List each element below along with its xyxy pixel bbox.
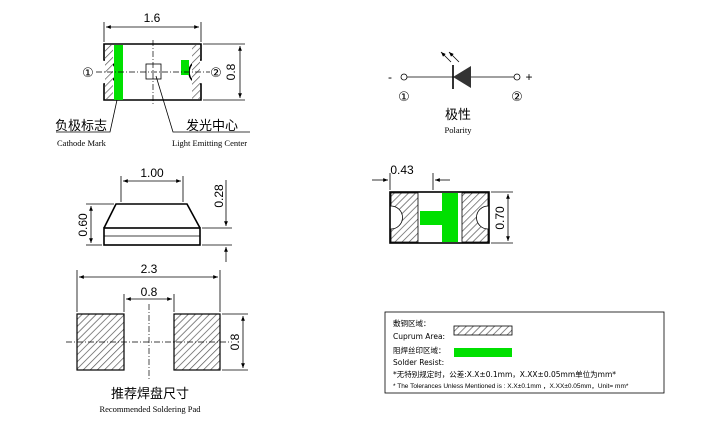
polarity-plus: + bbox=[525, 70, 532, 84]
anode-mark bbox=[181, 60, 189, 75]
cathode-mark bbox=[114, 45, 123, 100]
center-label-cn: 发光中心 bbox=[186, 118, 238, 134]
cathode-label-cn: 负极标志 bbox=[55, 119, 107, 134]
bottom-left-pad bbox=[390, 192, 419, 243]
bottom-polarity-mark bbox=[420, 193, 458, 242]
legend-copper-swatch bbox=[453, 325, 513, 336]
legend-resist-swatch bbox=[454, 348, 512, 357]
top-pin1-label: ① bbox=[82, 66, 94, 81]
bottom-outline bbox=[389, 191, 490, 244]
side-body-height-dim: 0.28 bbox=[212, 184, 226, 208]
polarity-pin1: ① bbox=[398, 90, 410, 105]
side-top-width-dim: 1.00 bbox=[140, 166, 164, 180]
bottom-right-pad bbox=[461, 192, 489, 243]
polarity-label-cn: 极性 bbox=[445, 108, 471, 123]
polarity-label-en: Polarity bbox=[445, 125, 473, 135]
side-view: 1.00 0.60 0.28 bbox=[76, 166, 232, 262]
side-total-height-dim: 0.60 bbox=[76, 213, 90, 237]
cathode-label-en: Cathode Mark bbox=[57, 138, 107, 148]
top-height-dim: 0.8 bbox=[224, 63, 238, 80]
center-label-en: Light Emitting Center bbox=[172, 138, 247, 148]
polarity-minus: - bbox=[388, 70, 392, 84]
emitting-chip bbox=[145, 63, 162, 80]
bottom-right-dim: 0.70 bbox=[493, 206, 507, 230]
legend-box: 敷铜区域： Cuprum Area: 阻焊丝印区域： Solder Resist… bbox=[384, 311, 665, 394]
bottom-left-dim: 0.43 bbox=[390, 163, 414, 177]
bottom-view: 0.43 0.70 bbox=[372, 163, 513, 244]
pad-height-dim: 0.8 bbox=[228, 333, 242, 350]
legend-note-en: * The Tolerances Unless Mentioned is : X… bbox=[393, 383, 629, 390]
polarity-pin2: ② bbox=[511, 90, 523, 105]
polarity-symbol: - + ① ② 极性 Polarity bbox=[388, 51, 533, 135]
pad-gap-dim: 0.8 bbox=[141, 285, 158, 299]
legend-resist-cn: 阻焊丝印区域： bbox=[393, 345, 446, 355]
pad-label-en: Recommended Soldering Pad bbox=[99, 404, 201, 414]
side-substrate bbox=[103, 227, 201, 246]
pad-label-cn: 推荐焊盘尺寸 bbox=[111, 386, 189, 402]
top-width-dim: 1.6 bbox=[144, 11, 161, 25]
pad-total-width-dim: 2.3 bbox=[141, 262, 158, 276]
side-body-outline bbox=[103, 203, 201, 229]
legend-resist-en: Solder Resist: bbox=[393, 358, 444, 367]
legend-note-cn: *无特别规定时，公差:X.X±0.1mm，X.XX±0.05mm单位为mm* bbox=[393, 369, 616, 379]
top-pin2-label: ② bbox=[210, 66, 222, 81]
legend-copper-en: Cuprum Area: bbox=[393, 332, 445, 341]
diode-triangle bbox=[453, 66, 471, 88]
top-view: 1.6 0.8 ① ② 负极标志 Cathode Mark 发光中心 Light… bbox=[55, 11, 250, 148]
recommended-pad: 2.3 0.8 0.8 推荐焊盘尺寸 Recommended Soldering… bbox=[66, 262, 248, 414]
legend-copper-cn: 敷铜区域： bbox=[393, 318, 431, 328]
